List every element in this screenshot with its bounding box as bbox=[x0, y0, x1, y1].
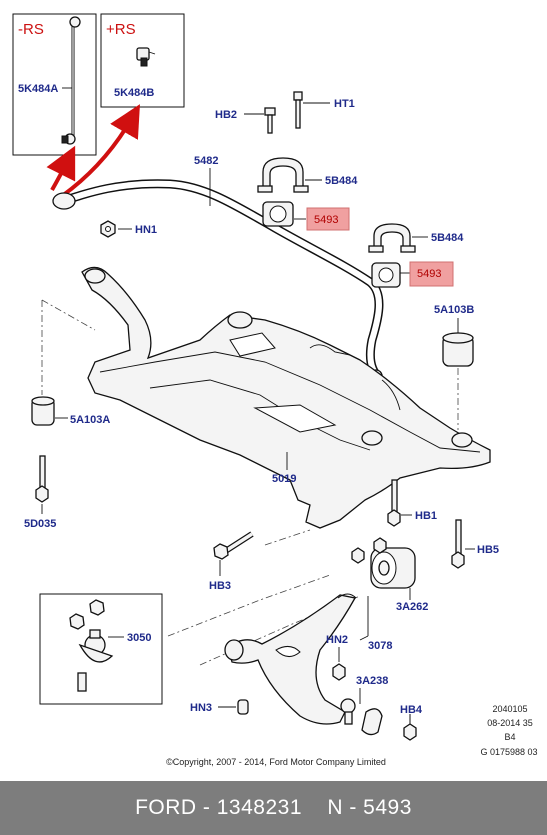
bushing-upper bbox=[262, 201, 294, 227]
copyright: ©Copyright, 2007 - 2014, Ford Motor Comp… bbox=[166, 757, 386, 767]
highlight-5493-lower bbox=[409, 261, 454, 287]
label-hn2: HN2 bbox=[326, 634, 348, 646]
label-hb4: HB4 bbox=[400, 704, 423, 716]
stabilizer-bar bbox=[52, 179, 384, 383]
label-3A262: 3A262 bbox=[396, 601, 428, 613]
arrow-to-rs-plus bbox=[60, 104, 140, 198]
highlight-5493-upper bbox=[306, 207, 350, 231]
label-5493-upper: 5493 bbox=[314, 214, 338, 226]
ref-line-1: 2040105 bbox=[492, 704, 527, 714]
label-3078: 3078 bbox=[368, 640, 392, 652]
label-5B484-lower: 5B484 bbox=[431, 232, 464, 244]
label-rs-minus: -RS bbox=[18, 21, 44, 38]
arrow-to-rs-minus bbox=[46, 145, 76, 191]
label-5K484B: 5K484B bbox=[114, 87, 154, 99]
subframe-bolt-left bbox=[35, 455, 49, 503]
link-nut-icon bbox=[136, 47, 156, 67]
lower-arm-rear-bushing bbox=[351, 537, 416, 589]
label-ht1: HT1 bbox=[334, 98, 355, 110]
label-5D035: 5D035 bbox=[24, 518, 56, 530]
label-hb2: HB2 bbox=[215, 109, 237, 121]
label-5493-lower: 5493 bbox=[417, 268, 441, 280]
hb1-bolt-icon bbox=[387, 479, 401, 527]
hn2-nut-icon bbox=[332, 663, 346, 681]
inset-rs-minus: -RS 5K484A bbox=[12, 13, 97, 156]
hb5-bolt-icon bbox=[451, 519, 465, 569]
ref-line-2: 08-2014 35 bbox=[487, 718, 533, 728]
label-5A103A: 5A103A bbox=[70, 414, 110, 426]
label-hn1: HN1 bbox=[135, 224, 157, 236]
hn1-nut-icon bbox=[100, 220, 116, 238]
ht1-stud-icon bbox=[293, 91, 303, 129]
label-hb5: HB5 bbox=[477, 544, 499, 556]
hn3-bushing-icon bbox=[237, 699, 249, 715]
front-subframe bbox=[81, 266, 491, 529]
parts-diagram: -RS 5K484A +RS 5K484B 5482 bbox=[12, 13, 538, 767]
lower-ball-joint bbox=[340, 698, 383, 736]
label-hb3: HB3 bbox=[209, 580, 231, 592]
stabilizer-link-icon bbox=[61, 16, 81, 145]
label-rs-plus: +RS bbox=[106, 21, 136, 38]
footer-spacer bbox=[302, 796, 327, 820]
bushing-clamp-lower bbox=[368, 223, 416, 253]
inset-ball-joint bbox=[39, 593, 163, 705]
label-3A238: 3A238 bbox=[356, 675, 388, 687]
subframe-mount-bushing-right bbox=[442, 332, 474, 367]
footer-bar: FORD - 1348231 N - 5493 bbox=[0, 781, 547, 835]
label-5019: 5019 bbox=[272, 473, 296, 485]
label-5K484A: 5K484A bbox=[18, 83, 58, 95]
label-5B484-upper: 5B484 bbox=[325, 175, 358, 187]
label-5A103B: 5A103B bbox=[434, 304, 474, 316]
bushing-lower bbox=[371, 262, 401, 288]
footer-n-number: N - 5493 bbox=[327, 796, 412, 819]
inset-rs-plus: +RS 5K484B bbox=[100, 13, 185, 108]
subframe-mount-bushing-left bbox=[31, 396, 55, 426]
ref-line-4: G 0175988 03 bbox=[480, 747, 537, 757]
label-3050: 3050 bbox=[127, 632, 151, 644]
label-hn3: HN3 bbox=[190, 702, 212, 714]
label-hb1: HB1 bbox=[415, 510, 437, 522]
ref-line-3: B4 bbox=[504, 732, 515, 742]
reference-block: 2040105 08-2014 35 B4 G 0175988 03 bbox=[480, 704, 537, 757]
label-5482: 5482 bbox=[194, 155, 218, 167]
hb4-bolt-icon bbox=[403, 714, 417, 741]
lower-control-arm bbox=[224, 593, 357, 725]
hb2-bolt-icon bbox=[264, 107, 276, 134]
footer-part-number: FORD - 1348231 bbox=[135, 796, 303, 819]
bushing-clamp-upper bbox=[257, 157, 309, 193]
hb3-bolt-icon bbox=[213, 531, 254, 560]
